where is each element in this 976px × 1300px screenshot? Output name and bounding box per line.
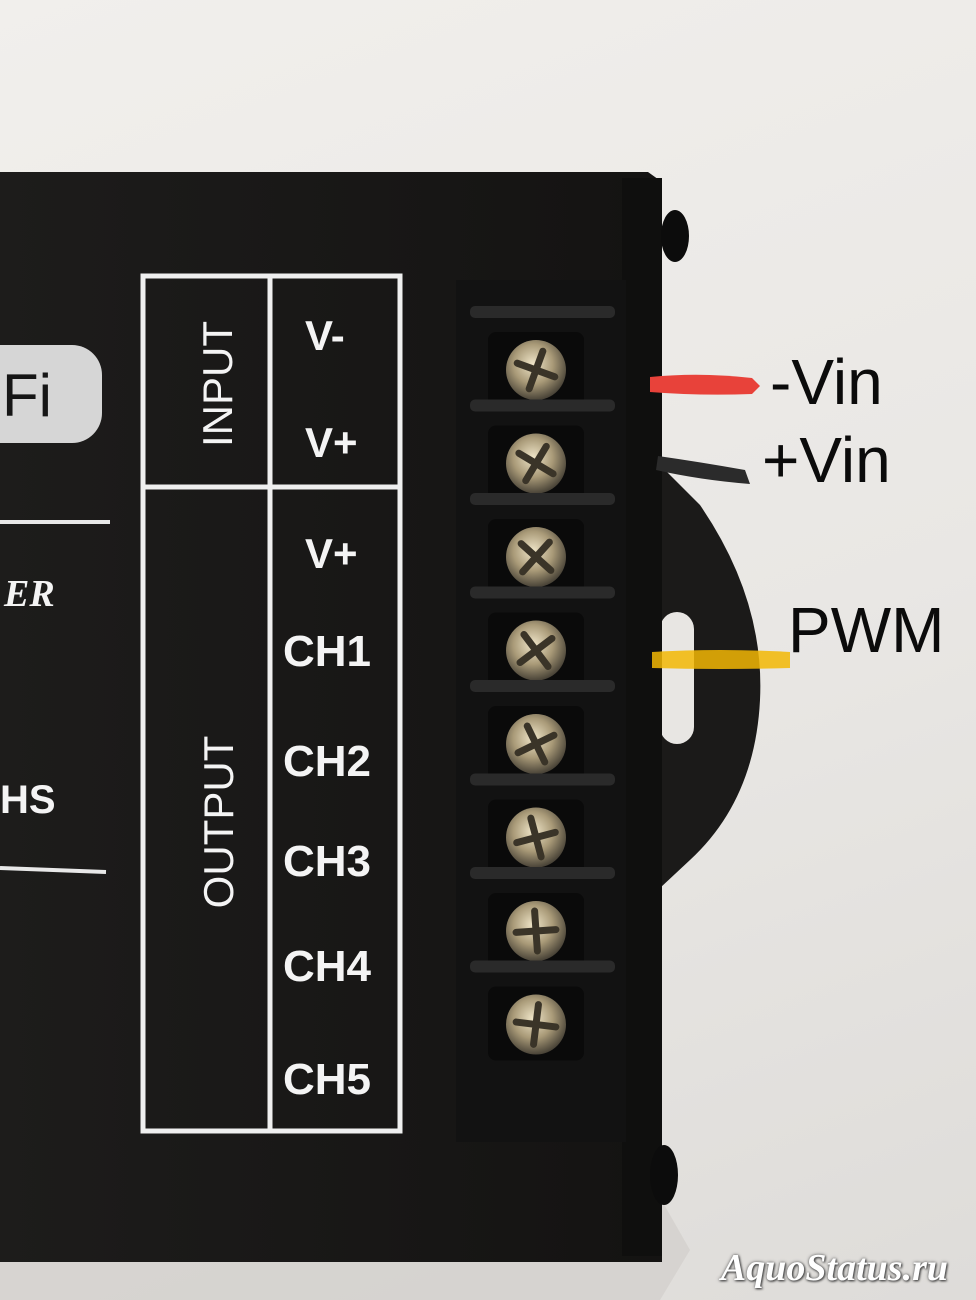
terminal-label-ch5: CH5 xyxy=(283,1055,372,1104)
terminal-separator xyxy=(470,960,615,973)
terminal-separator xyxy=(470,306,615,318)
terminal-block-rows xyxy=(470,306,615,1061)
terminal-separator xyxy=(470,493,615,505)
annotation-minus-vin: -Vin xyxy=(770,346,883,418)
terminal-separator xyxy=(470,680,615,692)
top-bolt xyxy=(661,210,689,262)
red-wire-mark xyxy=(650,374,760,395)
screw-slot xyxy=(517,538,555,576)
bracket-slot xyxy=(660,612,694,744)
screw-slot xyxy=(512,1001,560,1048)
black-wire-mark xyxy=(656,456,750,484)
annotation-plus-vin: +Vin xyxy=(762,424,891,496)
screw-slot xyxy=(512,907,560,955)
screw-slot xyxy=(514,722,558,766)
screw-slot xyxy=(516,631,556,670)
screw-slot xyxy=(513,347,559,393)
terminal-label-ch1: CH1 xyxy=(283,627,372,676)
terminal-label-v-plus-in: V+ xyxy=(305,419,358,466)
brand-fragment-er: ER xyxy=(4,573,55,615)
input-section-label: INPUT xyxy=(194,321,241,447)
terminal-separator xyxy=(470,399,615,412)
bottom-bolt xyxy=(650,1145,678,1205)
wifi-badge-text: Fi xyxy=(2,362,52,429)
wifi-badge xyxy=(0,345,102,443)
output-section-label: OUTPUT xyxy=(195,735,242,909)
terminal-label-ch4: CH4 xyxy=(283,942,372,991)
housing-edge xyxy=(622,178,662,1256)
screw-slot xyxy=(515,442,557,485)
terminal-label-v-minus: V- xyxy=(305,312,345,359)
terminal-separator xyxy=(470,586,615,599)
side-divider-2 xyxy=(0,866,107,874)
terminal-separator xyxy=(470,867,615,879)
terminal-separator xyxy=(470,773,615,786)
watermark-text: AquoStatus.ru xyxy=(720,1247,948,1289)
terminal-label-ch3: CH3 xyxy=(283,837,372,886)
terminal-label-ch2: CH2 xyxy=(283,737,372,786)
brand-fragment-hs: HS xyxy=(0,778,56,822)
screw-slot xyxy=(513,814,559,861)
yellow-wire-mark xyxy=(652,650,790,669)
annotation-pwm: PWM xyxy=(788,594,945,666)
terminal-label-v-plus-out: V+ xyxy=(305,530,358,577)
